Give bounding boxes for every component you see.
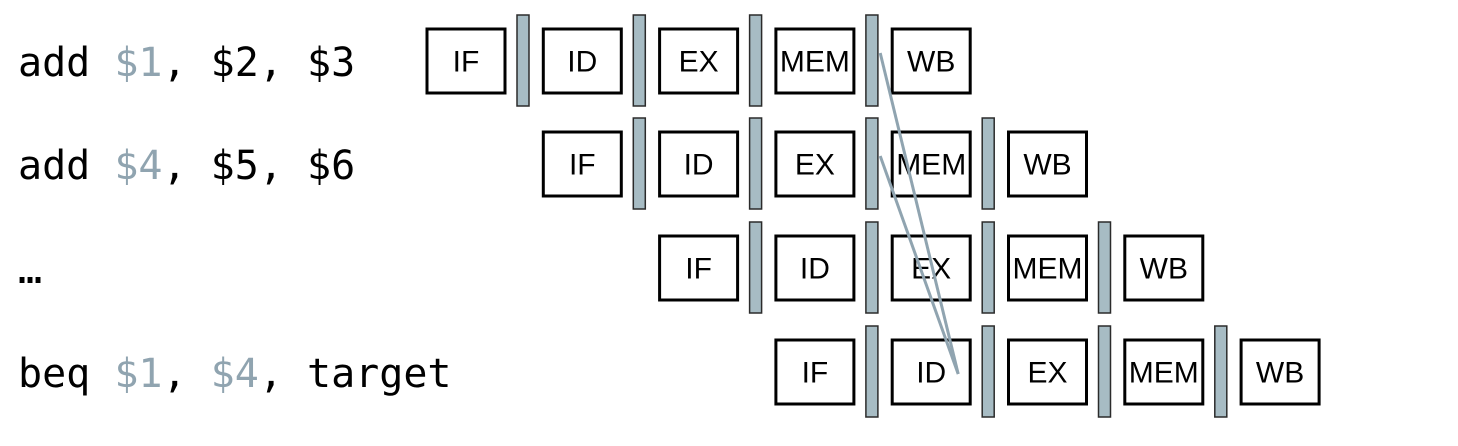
forwarding-line [878,155,960,375]
stage-mem-label: MEM [780,46,850,79]
instruction-token: add [18,143,114,189]
stage-if-box [541,130,623,198]
register-operand: $4 [211,351,259,397]
pipeline-register-latch [748,14,763,107]
pipeline-register-latch [632,117,647,210]
stage-wb-box [890,27,972,95]
instruction-token: beq [18,351,114,397]
stage-wb-label: WB [1023,149,1071,182]
pipeline-register-latch [748,117,763,210]
stage-wb-box [1123,234,1205,302]
stage-id-label: ID [916,357,946,390]
pipeline-register-latch [865,325,879,418]
pipeline-register-latch [1214,325,1228,418]
stage-mem-box [890,130,972,198]
instruction-text: add $1, $2, $3 [18,40,355,86]
pipeline-register-latch [1097,221,1112,314]
pipeline-register-latch [632,14,647,107]
stage-id-label: ID [800,253,830,286]
stage-ex-label: EX [1027,357,1067,390]
pipeline-register-latch [1097,325,1112,418]
stage-if-label: IF [802,357,829,390]
stage-id-box [658,130,740,198]
stage-if-label: IF [453,46,480,79]
stage-id-box [541,27,623,95]
stage-ex-label: EX [795,149,835,182]
instruction-token: , target [259,351,452,397]
stage-mem-box [774,27,856,95]
stage-if-box [425,27,507,95]
stage-wb-box [1007,130,1088,198]
instruction-text: … [18,247,42,293]
stage-id-box [774,234,856,302]
stage-mem-box [1007,234,1088,302]
stage-ex-label: EX [679,46,719,79]
instruction-token: , $2, $3 [163,40,356,86]
instruction-token: add [18,40,114,86]
stage-mem-label: MEM [1013,253,1083,286]
forwarding-paths [878,52,960,375]
pipeline-register-latch [865,117,879,210]
pipeline-register-latch [748,221,763,314]
stage-wb-label: WB [907,46,955,79]
pipeline-register-latch [516,14,530,107]
stage-ex-box [1007,338,1088,406]
instruction-row: beq $1, $4, target IF ID EX MEM WB [18,325,1321,418]
stage-wb-box [1239,338,1321,406]
stage-if-box [774,338,856,406]
instruction-token: , $5, $6 [163,143,356,189]
pipeline-register-latch [981,117,995,210]
instruction-token: … [18,247,42,293]
instruction-text: add $4, $5, $6 [18,143,355,189]
register-operand: $1 [114,40,162,86]
stage-if-label: IF [569,149,596,182]
pipeline-register-latch [981,221,995,314]
stage-if-box [658,234,740,302]
stage-ex-box [774,130,856,198]
stage-id-label: ID [567,46,597,79]
pipeline-register-latch [865,221,879,314]
stage-if-label: IF [685,253,712,286]
pipeline-register-latch [981,325,995,418]
stage-wb-label: WB [1140,253,1188,286]
stage-mem-label: MEM [1129,357,1199,390]
pipeline-register-latch [865,14,879,107]
register-operand: $4 [114,143,162,189]
instruction-text: beq $1, $4, target [18,351,452,397]
stage-mem-box [1123,338,1205,406]
stage-wb-label: WB [1256,357,1304,390]
stage-id-label: ID [684,149,714,182]
instruction-token: , [163,351,211,397]
register-operand: $1 [114,351,162,397]
forwarding-line [878,52,960,375]
instruction-row: add $1, $2, $3 IF ID EX MEM WB [18,14,972,107]
stage-ex-box [658,27,740,95]
